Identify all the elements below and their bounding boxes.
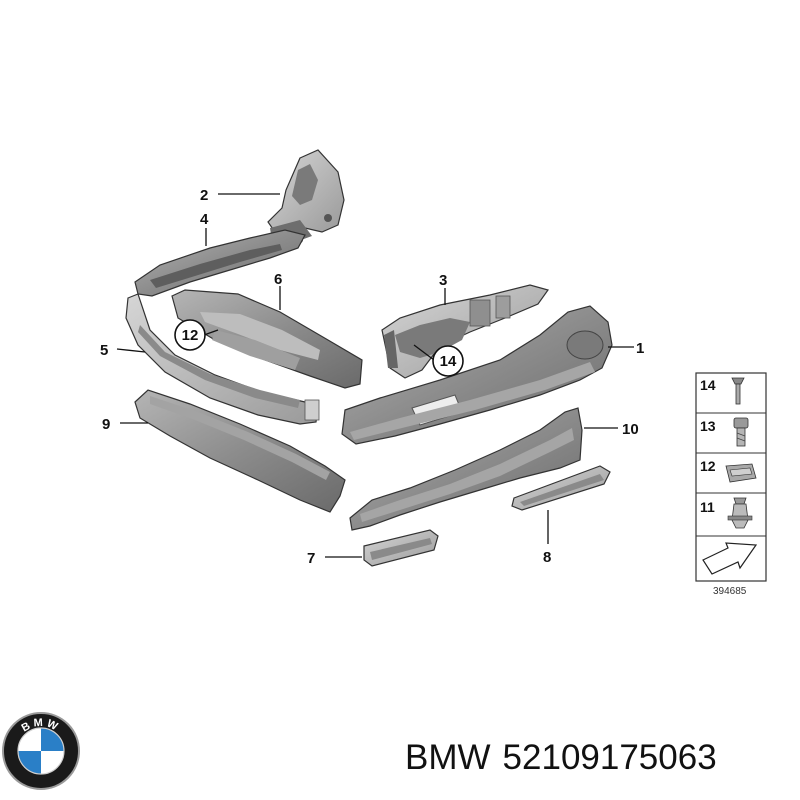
callout-9: 9	[102, 416, 110, 433]
callout-7: 7	[307, 550, 315, 567]
clip-nut-icon	[725, 463, 757, 483]
brand-name: BMW	[405, 738, 491, 777]
part-8-strip	[511, 465, 611, 511]
screw-icon	[733, 417, 749, 447]
legend-num-11: 11	[700, 499, 715, 515]
part-2-bracket	[267, 149, 345, 244]
svg-text:12: 12	[182, 327, 199, 344]
fastener-legend: 14 13 12 11	[695, 372, 767, 582]
part-4-rail	[134, 229, 306, 297]
callout-2: 2	[200, 187, 208, 204]
legend-num-14: 14	[700, 377, 716, 393]
part-6-panel	[171, 289, 363, 389]
legend-num-13: 13	[700, 418, 716, 434]
expansion-rivet-icon	[727, 497, 753, 529]
circled-callout-12: 12	[174, 319, 206, 351]
callouts: 2 4 6 3 1 5 9 10 7 8	[100, 187, 644, 567]
leader-lines	[116, 193, 634, 558]
reference-number: 394685	[713, 586, 747, 597]
part-caption: BMW 52109175063	[405, 738, 717, 778]
svg-text:14: 14	[440, 353, 457, 370]
svg-text:BMW: BMW	[20, 717, 63, 735]
callout-10: 10	[622, 421, 639, 438]
rivet-icon	[731, 377, 745, 405]
part-number: 52109175063	[502, 738, 717, 777]
part-1-cover	[341, 305, 613, 445]
callout-5: 5	[100, 342, 108, 359]
callout-4: 4	[200, 211, 209, 228]
callout-1: 1	[636, 340, 644, 357]
callout-3: 3	[439, 272, 447, 289]
circled-callout-14: 14	[432, 345, 464, 377]
callout-6: 6	[274, 271, 282, 288]
arrow-symbol-icon	[702, 542, 758, 575]
part-5-trim	[125, 293, 320, 425]
part-3-mechanism	[381, 284, 549, 379]
bmw-logo: BMW	[2, 712, 80, 790]
part-7-strip	[363, 529, 439, 567]
part-10-sill	[349, 407, 583, 531]
part-9-cover	[134, 389, 346, 513]
legend-num-12: 12	[700, 458, 716, 474]
callout-8: 8	[543, 549, 551, 566]
